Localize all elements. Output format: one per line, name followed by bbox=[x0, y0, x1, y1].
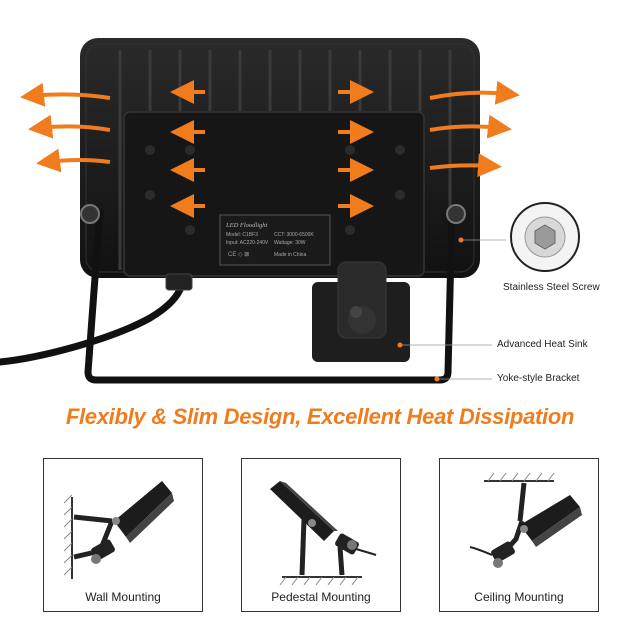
wall-mounting-panel: Wall Mounting bbox=[43, 458, 203, 612]
pedestal-mounting-label: Pedestal Mounting bbox=[271, 590, 371, 604]
headline: Flexibly & Slim Design, Excellent Heat D… bbox=[65, 404, 575, 429]
screw-zoom-inset bbox=[510, 202, 580, 272]
ceiling-mounting-panel: Ceiling Mounting bbox=[439, 458, 599, 612]
ceiling-mounting-illustration bbox=[469, 472, 582, 568]
ceiling-mounting-label: Ceiling Mounting bbox=[474, 590, 564, 604]
right-bracket-screw bbox=[446, 204, 466, 224]
wall-mounting-illustration bbox=[63, 481, 174, 579]
motion-sensor bbox=[312, 261, 410, 362]
label-plate-origin: Made in China bbox=[274, 252, 306, 258]
power-cable bbox=[0, 281, 186, 366]
pedestal-mounting-panel: Pedestal Mounting bbox=[241, 458, 401, 612]
label-plate-line2: Model: C1BF3 bbox=[226, 232, 258, 238]
svg-text:CE ◇ ⊠: CE ◇ ⊠ bbox=[228, 252, 249, 258]
left-bracket-screw bbox=[80, 204, 100, 224]
heat-dissipation-arrows bbox=[20, 80, 520, 218]
callout-heat-sink-label: Advanced Heat Sink bbox=[497, 339, 588, 350]
cable-gland bbox=[165, 273, 193, 291]
wall-mounting-label: Wall Mounting bbox=[85, 590, 161, 604]
floodlight-product-illustration: LED Floodlight Model: C1BF3 CCT: 3000-65… bbox=[0, 38, 580, 384]
pedestal-mounting-illustration bbox=[270, 481, 377, 586]
callout-screw-label: Stainless Steel Screw bbox=[503, 282, 600, 293]
callout-bracket-label: Yoke-style Bracket bbox=[497, 373, 580, 384]
label-plate-line3: Input: AC220-240V bbox=[226, 240, 269, 246]
label-plate-cct: CCT: 3000-6500K bbox=[274, 232, 314, 238]
label-plate-wattage: Wattage: 30W bbox=[274, 240, 306, 246]
label-plate-line1: LED Floodlight bbox=[225, 222, 268, 229]
yoke-bracket bbox=[84, 209, 456, 384]
label-plate: LED Floodlight Model: C1BF3 CCT: 3000-65… bbox=[219, 214, 331, 266]
